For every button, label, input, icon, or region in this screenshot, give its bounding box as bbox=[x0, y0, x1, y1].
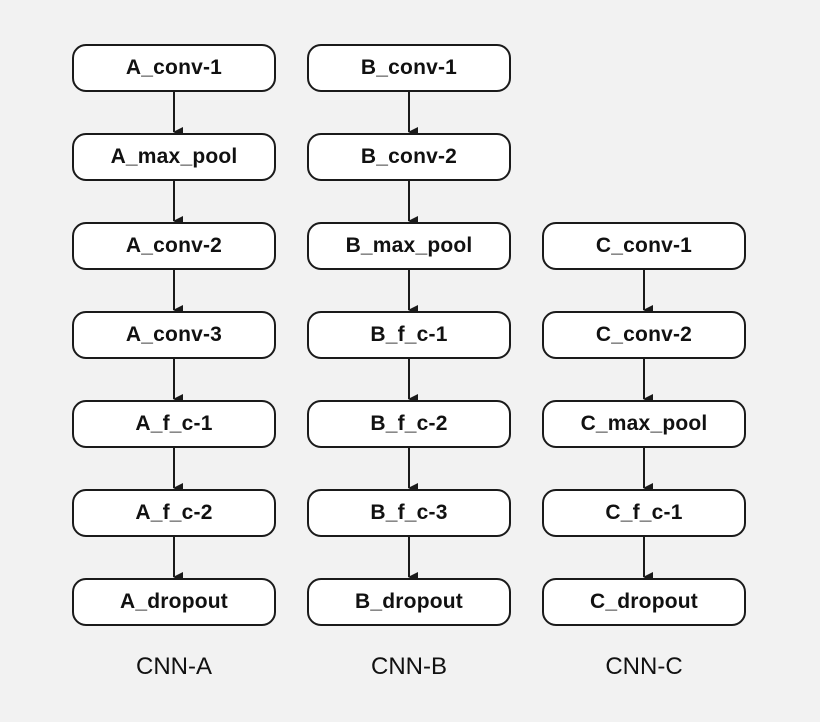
layer-node-b-f-c-3: B_f_c-3 bbox=[307, 489, 511, 537]
column-label-c: CNN-C bbox=[605, 653, 683, 680]
layer-node-a-max-pool: A_max_pool bbox=[72, 133, 276, 181]
layer-node-a-conv-1: A_conv-1 bbox=[72, 44, 276, 92]
layer-node-a-conv-2: A_conv-2 bbox=[72, 222, 276, 270]
layer-node-b-f-c-2: B_f_c-2 bbox=[307, 400, 511, 448]
layer-node-b-f-c-1: B_f_c-1 bbox=[307, 311, 511, 359]
layer-node-c-f-c-1: C_f_c-1 bbox=[542, 489, 746, 537]
layer-node-b-conv-1: B_conv-1 bbox=[307, 44, 511, 92]
column-label-b: CNN-B bbox=[371, 653, 447, 680]
layer-node-a-dropout: A_dropout bbox=[72, 578, 276, 626]
column-label-a: CNN-A bbox=[136, 653, 212, 680]
layer-node-a-f-c-1: A_f_c-1 bbox=[72, 400, 276, 448]
layer-node-b-dropout: B_dropout bbox=[307, 578, 511, 626]
layer-node-c-max-pool: C_max_pool bbox=[542, 400, 746, 448]
layer-node-b-conv-2: B_conv-2 bbox=[307, 133, 511, 181]
layer-node-b-max-pool: B_max_pool bbox=[307, 222, 511, 270]
layer-node-c-conv-1: C_conv-1 bbox=[542, 222, 746, 270]
layer-node-a-f-c-2: A_f_c-2 bbox=[72, 489, 276, 537]
layer-node-c-conv-2: C_conv-2 bbox=[542, 311, 746, 359]
layer-node-a-conv-3: A_conv-3 bbox=[72, 311, 276, 359]
layer-node-c-dropout: C_dropout bbox=[542, 578, 746, 626]
